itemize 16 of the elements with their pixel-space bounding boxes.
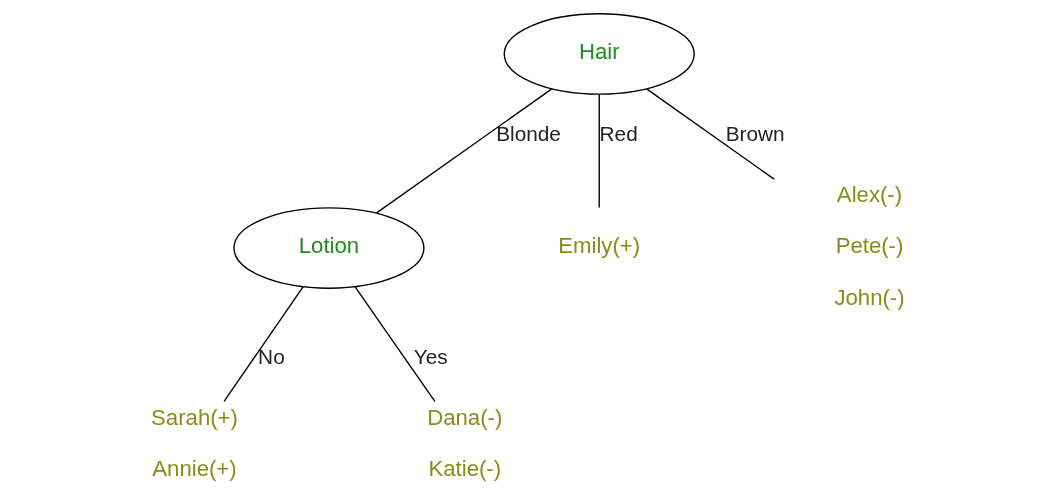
connector	[375, 88, 552, 214]
node-ellipse: Lotion	[232, 207, 425, 289]
edge-label: Blonde	[495, 122, 561, 146]
node-text: Emily(+)	[557, 233, 640, 259]
edge-label: No	[257, 345, 285, 369]
edge-label: Red	[599, 122, 638, 146]
node-text: Sarah(+) Annie(+)	[150, 405, 238, 482]
connector	[222, 286, 304, 402]
connector	[645, 88, 775, 180]
connector	[598, 93, 600, 209]
connector	[353, 286, 436, 402]
node-text: Alex(-) Pete(-) John(-)	[833, 182, 905, 310]
node-ellipse: Hair	[503, 13, 695, 95]
edge-label: Yes	[413, 345, 448, 369]
node-text: Dana(-) Katie(-)	[426, 405, 502, 482]
edge-label: Brown	[725, 122, 785, 146]
